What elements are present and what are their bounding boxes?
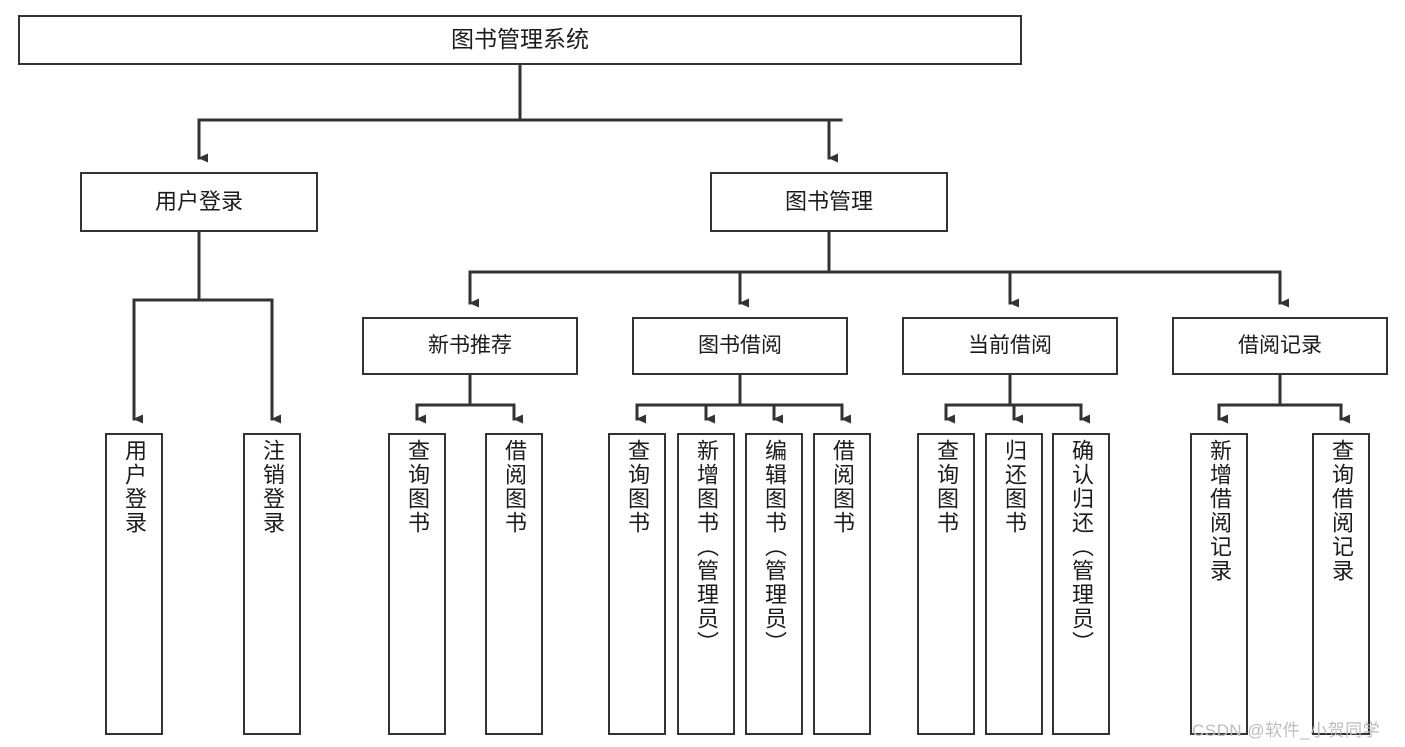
node-leaf-edit-book[interactable]: 编辑图书（管理员）: [745, 433, 803, 735]
node-leaf-query-book-borrow[interactable]: 查询图书: [608, 433, 666, 735]
node-leaf-return-book[interactable]: 归还图书: [985, 433, 1043, 735]
node-label-book-borrow: 图书借阅: [698, 333, 782, 357]
node-leaf-query-book-current[interactable]: 查询图书: [917, 433, 975, 735]
node-label-leaf-add-borrow-record: 新增借阅记录: [1207, 439, 1232, 583]
node-label-leaf-query-book-borrow: 查询图书: [625, 439, 650, 535]
node-leaf-confirm-return[interactable]: 确认归还（管理员）: [1052, 433, 1110, 735]
node-leaf-borrow-book[interactable]: 借阅图书: [813, 433, 871, 735]
node-label-leaf-borrow-book: 借阅图书: [830, 439, 855, 535]
node-root-system[interactable]: 图书管理系统: [18, 15, 1022, 65]
node-label-leaf-query-book-current: 查询图书: [934, 439, 959, 535]
node-leaf-add-borrow-record[interactable]: 新增借阅记录: [1190, 433, 1248, 735]
node-leaf-query-borrow-record[interactable]: 查询借阅记录: [1312, 433, 1370, 735]
node-label-leaf-query-borrow-record: 查询借阅记录: [1329, 439, 1354, 583]
node-label-book-manage: 图书管理: [784, 189, 873, 215]
node-label-leaf-add-book: 新增图书（管理员）: [694, 439, 719, 655]
node-label-leaf-user-login: 用户登录: [122, 439, 147, 535]
node-book-borrow[interactable]: 图书借阅: [632, 317, 848, 375]
node-borrow-record[interactable]: 借阅记录: [1172, 317, 1388, 375]
node-label-user-login: 用户登录: [154, 189, 243, 215]
node-book-manage[interactable]: 图书管理: [710, 172, 948, 232]
node-label-root: 图书管理系统: [451, 26, 589, 53]
node-leaf-add-book[interactable]: 新增图书（管理员）: [677, 433, 735, 735]
node-label-leaf-logout: 注销登录: [260, 439, 285, 535]
node-label-leaf-return-book: 归还图书: [1002, 439, 1027, 535]
node-new-book-recommend[interactable]: 新书推荐: [362, 317, 578, 375]
node-current-borrow[interactable]: 当前借阅: [902, 317, 1118, 375]
node-user-login[interactable]: 用户登录: [80, 172, 318, 232]
node-leaf-borrow-book-recommend[interactable]: 借阅图书: [485, 433, 543, 735]
node-label-new-book-recommend: 新书推荐: [428, 333, 512, 357]
node-leaf-logout[interactable]: 注销登录: [243, 433, 301, 735]
node-label-leaf-edit-book: 编辑图书（管理员）: [762, 439, 787, 655]
node-label-leaf-borrow-book-recommend: 借阅图书: [502, 439, 527, 535]
node-leaf-user-login[interactable]: 用户登录: [105, 433, 163, 735]
node-leaf-query-book-recommend[interactable]: 查询图书: [388, 433, 446, 735]
node-label-current-borrow: 当前借阅: [968, 333, 1052, 357]
node-label-borrow-record: 借阅记录: [1238, 333, 1322, 357]
node-label-leaf-confirm-return: 确认归还（管理员）: [1069, 439, 1094, 655]
node-label-leaf-query-book-recommend: 查询图书: [405, 439, 430, 535]
